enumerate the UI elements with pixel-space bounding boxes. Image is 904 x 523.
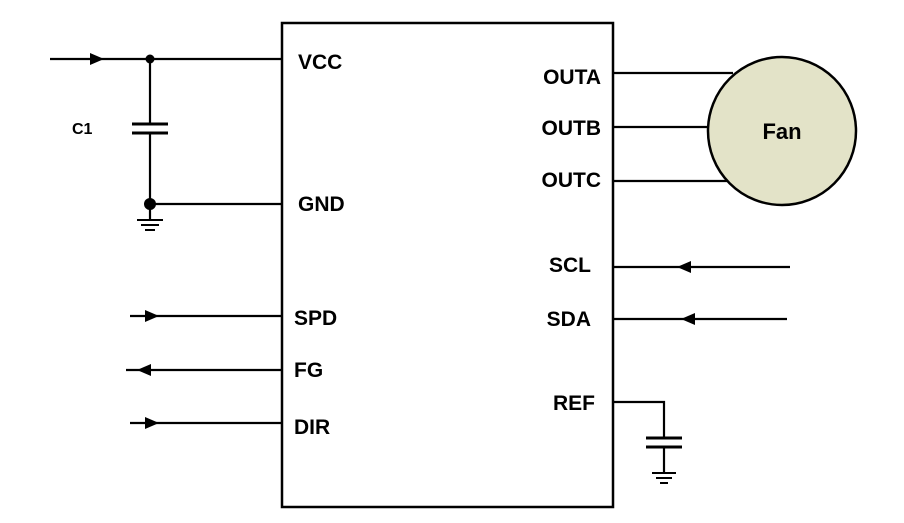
pin-label-outc: OUTC	[542, 169, 602, 192]
pin-label-ref: REF	[553, 392, 595, 415]
pin-label-fg: FG	[294, 359, 323, 382]
ground-icon	[137, 219, 163, 231]
ref-ground-icon	[652, 472, 676, 484]
pin-label-dir: DIR	[294, 416, 330, 439]
pin-label-vcc: VCC	[298, 51, 342, 74]
pin-label-scl: SCL	[549, 254, 591, 277]
spd-input-arrow-icon	[145, 310, 159, 322]
fg-output-arrow-icon	[137, 364, 151, 376]
pin-label-outb: OUTB	[542, 117, 602, 140]
pin-label-outa: OUTA	[543, 66, 601, 89]
pin-label-gnd: GND	[298, 193, 345, 216]
chip-body	[280, 21, 615, 509]
fan-label: Fan	[762, 119, 801, 144]
scl-input-arrow-icon	[677, 261, 691, 273]
pin-label-sda: SDA	[547, 308, 591, 331]
pin-label-spd: SPD	[294, 307, 337, 330]
c1-label: C1	[72, 121, 93, 138]
vcc-input-arrow-icon	[90, 53, 104, 65]
dir-input-arrow-icon	[145, 417, 159, 429]
sda-input-arrow-icon	[681, 313, 695, 325]
fan-motor	[706, 55, 858, 207]
ref-wire	[613, 400, 666, 438]
